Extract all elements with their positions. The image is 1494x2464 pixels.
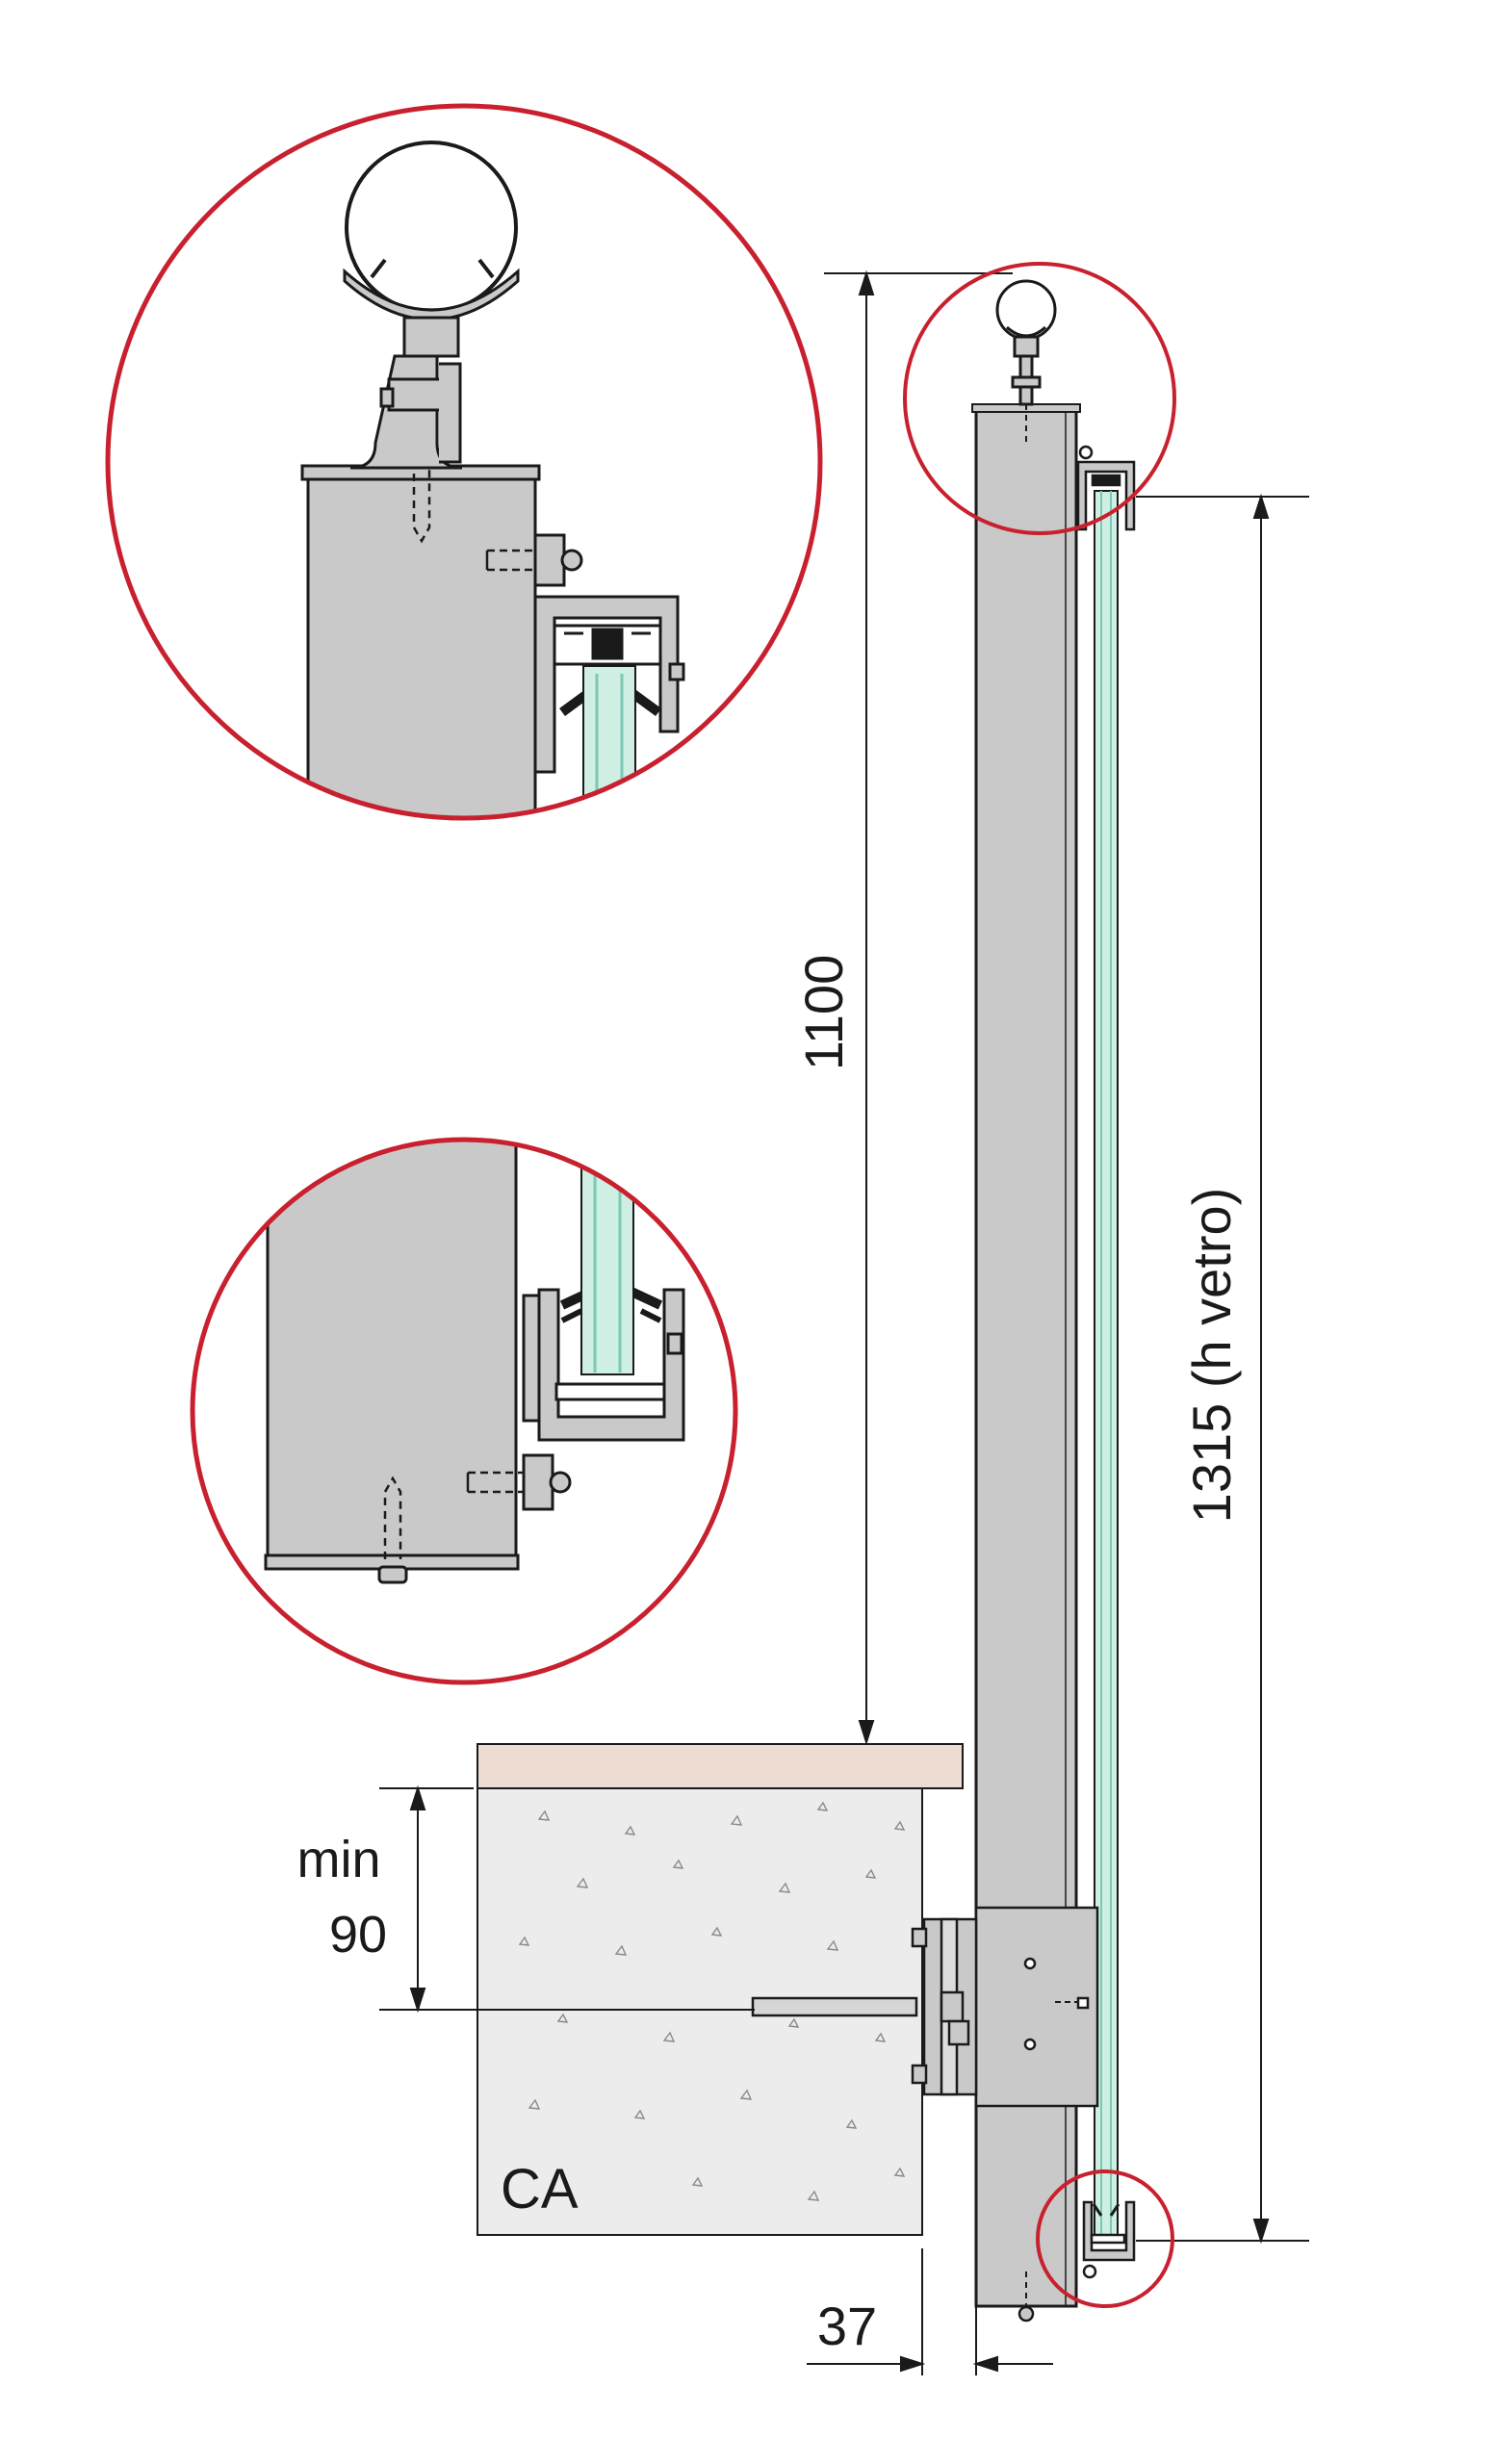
dimension-glass-height: 1315 (h vetro) — [1181, 1188, 1242, 1524]
concrete-aggregate — [518, 1801, 906, 2201]
bottom-glass-clamp — [1017, 2200, 1136, 2323]
dimension-embed-min-value: 90 — [329, 1906, 387, 1964]
detail-callout-top — [903, 262, 1176, 535]
paving-slab — [477, 1743, 964, 1789]
dimension-offset: 37 — [817, 2296, 877, 2356]
detail-callout-bottom — [1036, 2169, 1174, 2308]
handrail-top — [995, 279, 1057, 443]
anchor-rod — [751, 1990, 970, 2046]
dimension-total-height: 1100 — [793, 955, 854, 1070]
detail-top — [105, 103, 823, 821]
concrete-label: CA — [501, 2158, 579, 2220]
main-elevation: CA — [477, 279, 1136, 2323]
dimension-embed-min-label: min — [296, 1831, 380, 1888]
detail-bottom — [190, 1137, 738, 1685]
top-glass-clamp — [1076, 445, 1136, 531]
dimension-lines — [379, 270, 1309, 2375]
